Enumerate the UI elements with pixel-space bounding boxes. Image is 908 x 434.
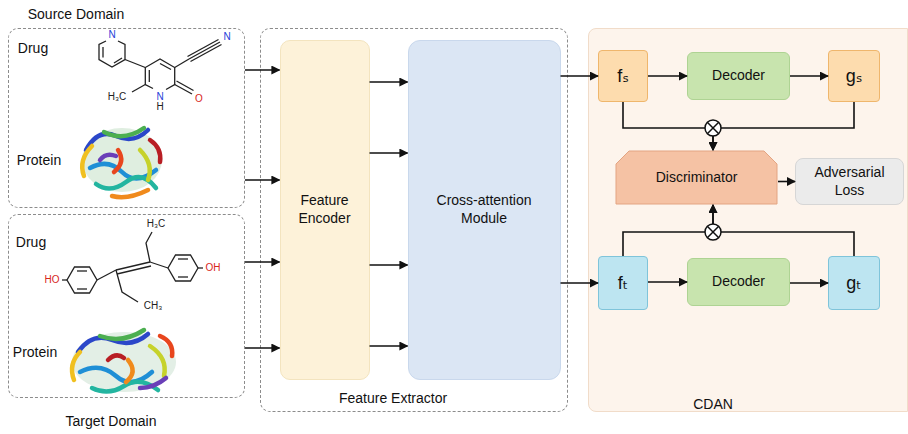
node-label: Target Domain — [65, 413, 156, 431]
decoder-box: Decoder — [687, 52, 790, 100]
flow-arrow — [790, 75, 828, 77]
flow-arrow — [623, 205, 713, 256]
flow-arrow — [370, 81, 408, 83]
atom-label: H₃C — [147, 219, 166, 229]
flow-arrow — [245, 69, 280, 71]
node-label: Feature Extractor — [339, 390, 447, 408]
node-label: gₜ — [842, 270, 865, 297]
atom-label: OH — [206, 263, 221, 273]
node-label: fₛ — [613, 63, 633, 90]
feature-box: fₜ — [598, 256, 648, 310]
flow-arrow — [370, 264, 408, 266]
flow-arrow — [561, 75, 599, 77]
atom-label: N — [108, 30, 115, 40]
node-label: Decoder — [708, 271, 769, 293]
extractor-group: Feature Extractor Feature Encoder Cross-at… — [260, 28, 568, 412]
flow-arrow — [623, 102, 713, 150]
target-drug-structure — [62, 232, 203, 302]
flow-arrow — [648, 75, 687, 77]
flow-arrow — [245, 261, 280, 263]
node-label: Decoder — [708, 65, 769, 87]
source-protein-ribbon — [82, 128, 162, 197]
domain-group: Source DomainDrugProtein — [8, 28, 245, 208]
source-drug-structure — [99, 40, 222, 95]
node-label: gₛ — [842, 63, 867, 90]
item-label: Drug — [16, 234, 46, 252]
output-box: gₛ — [828, 50, 880, 102]
node-label: Adversarial Loss — [796, 162, 903, 201]
discriminator-box: Discriminator — [615, 150, 778, 205]
flow-arrow — [370, 152, 408, 154]
item-label: Drug — [18, 40, 48, 58]
output-box: gₜ — [828, 256, 880, 310]
node-label: Source Domain — [28, 6, 125, 24]
item-label: Protein — [13, 344, 57, 362]
node-label: Cross-attention Module — [409, 190, 560, 229]
outer-product-symbol — [705, 120, 721, 136]
target-protein-ribbon — [72, 330, 176, 392]
node-label: Discriminator — [652, 167, 742, 189]
flow-arrow — [648, 281, 687, 283]
decoder-box: Decoder — [687, 258, 790, 306]
feature-box: fₛ — [598, 50, 648, 102]
flow-arrow — [370, 345, 408, 347]
flow-arrow — [713, 102, 854, 150]
atom-label: O — [195, 94, 203, 104]
atom-label: H₃C — [108, 92, 127, 102]
node-label: fₜ — [614, 270, 632, 297]
flow-arrow — [778, 181, 795, 183]
atom-label: N — [156, 92, 163, 102]
flow-arrow — [561, 282, 599, 284]
atom-label: CH₃ — [144, 301, 163, 311]
flow-arrow — [790, 282, 828, 284]
domain-group: Target DomainDrugProtein — [8, 214, 245, 398]
atom-label: HO — [45, 275, 60, 285]
atom-label: H — [156, 102, 163, 112]
item-label: Protein — [17, 152, 61, 170]
loss-box: Adversarial Loss — [795, 158, 904, 205]
attention-block: Cross-attention Module — [408, 40, 561, 380]
encoder-block: Feature Encoder — [280, 40, 370, 380]
flow-arrow — [713, 205, 854, 256]
node-label: CDAN — [693, 396, 733, 414]
node-label: Feature Encoder — [281, 190, 369, 229]
flow-arrow — [245, 179, 280, 181]
atom-label: N — [223, 32, 230, 42]
flow-arrow — [245, 347, 280, 349]
outer-product-symbol — [705, 224, 721, 240]
cdan-panel: CDANfₛDecodergₛDiscriminatorAdversarial … — [588, 28, 908, 412]
